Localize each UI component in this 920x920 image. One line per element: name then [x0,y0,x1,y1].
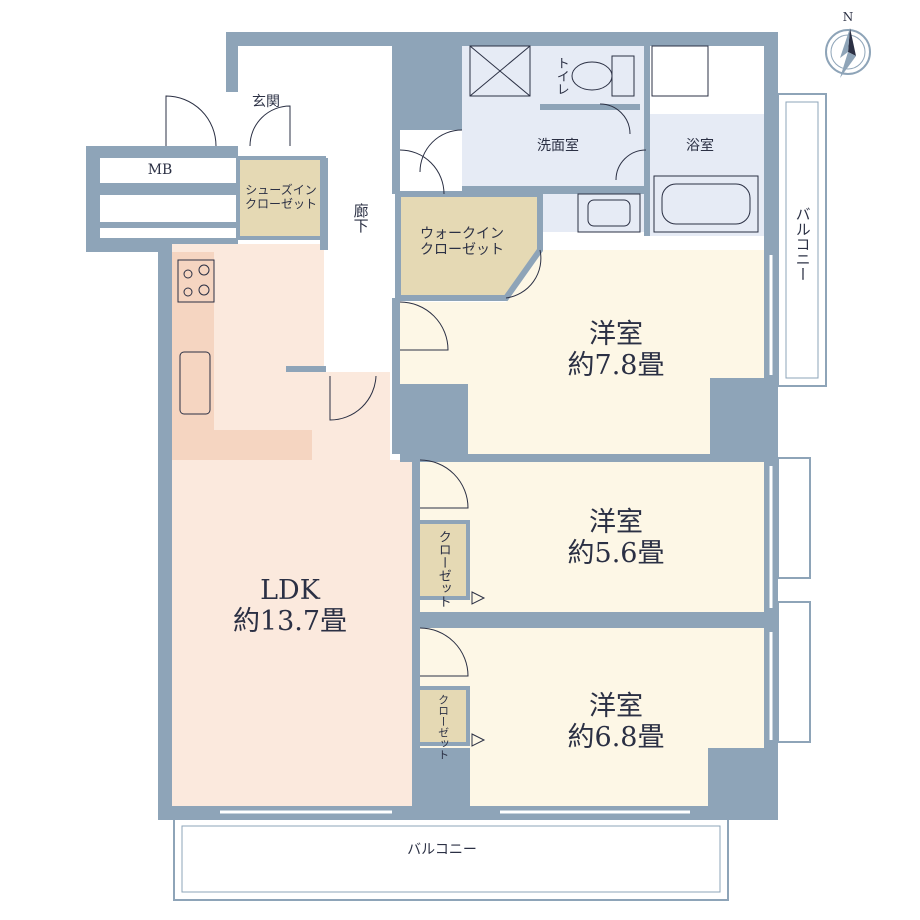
closet-2-floor [416,686,470,746]
toilet-label: トイレ [553,56,569,96]
stove-icon [177,259,215,303]
western-room-1-floor [400,250,764,454]
entrance-label: 玄関 [252,93,280,110]
washroom-label: 洗面室 [537,137,579,154]
sink-icon [179,351,211,415]
hallway-label: 廊下 [351,203,370,233]
compass-north-label: N [842,10,854,25]
western-room-3-area: 約6.8畳 [567,722,665,753]
closet-1-floor [416,520,470,600]
vanity-icon [577,193,641,233]
closet-1-name: クローゼット [435,530,451,608]
compass-north-icon [825,28,871,78]
western-room-2-floor [420,462,764,612]
bathroom-floor [650,114,764,236]
shoe-closet-line1: シューズイン [245,183,317,198]
balcony-east-label: バルコニー [793,206,812,282]
ldk-label: LDK 約13.7畳 [233,575,347,637]
balcony-south-label: バルコニー [407,841,477,858]
washer-space-icon [469,45,531,97]
western-room-2-area: 約5.6畳 [567,538,665,569]
walkin-closet-line1: ウォークイン [420,225,504,242]
western-room-1-name: 洋室 [588,318,643,350]
western-room-1-area: 約7.8畳 [567,350,665,381]
closet-2-label: クローゼット [436,694,450,760]
door-swings [165,95,647,747]
western-room-1-label: 洋室 約7.8畳 [568,319,665,381]
bathtub-icon [653,175,759,233]
ldk-name: LDK [260,574,320,606]
western-room-2-label: 洋室 約5.6畳 [568,507,665,569]
interior-walls [286,46,770,806]
storage-box-icon [651,45,709,97]
shoe-closet-label: シューズイン クローゼット [244,183,318,212]
closet-1-label: クローゼット [435,530,451,608]
western-room-3-floor [420,628,764,806]
ldk-area: 約13.7畳 [232,606,348,637]
closet-2-name: クローゼット [436,694,450,760]
walkin-closet-line2: クローゼット [420,242,504,258]
balcony-east-outline [777,93,827,743]
western-room-2-name: 洋室 [588,506,643,538]
western-room-3-label: 洋室 約6.8畳 [568,691,665,753]
windows [220,255,773,814]
kitchen-counter-area [172,252,214,430]
balcony-south-outline [173,817,729,901]
shoe-closet-floor [236,156,326,240]
ldk-floor [172,244,416,806]
kitchen-counter-top [172,430,312,460]
western-room-3-name: 洋室 [588,690,643,722]
shoe-closet-line2: クローゼット [244,197,318,211]
walkin-closet-label: ウォークイン クローゼット [420,226,504,258]
mb-label: MB [147,161,173,178]
bathroom-label: 浴室 [686,137,714,154]
toilet-icon [571,55,635,97]
